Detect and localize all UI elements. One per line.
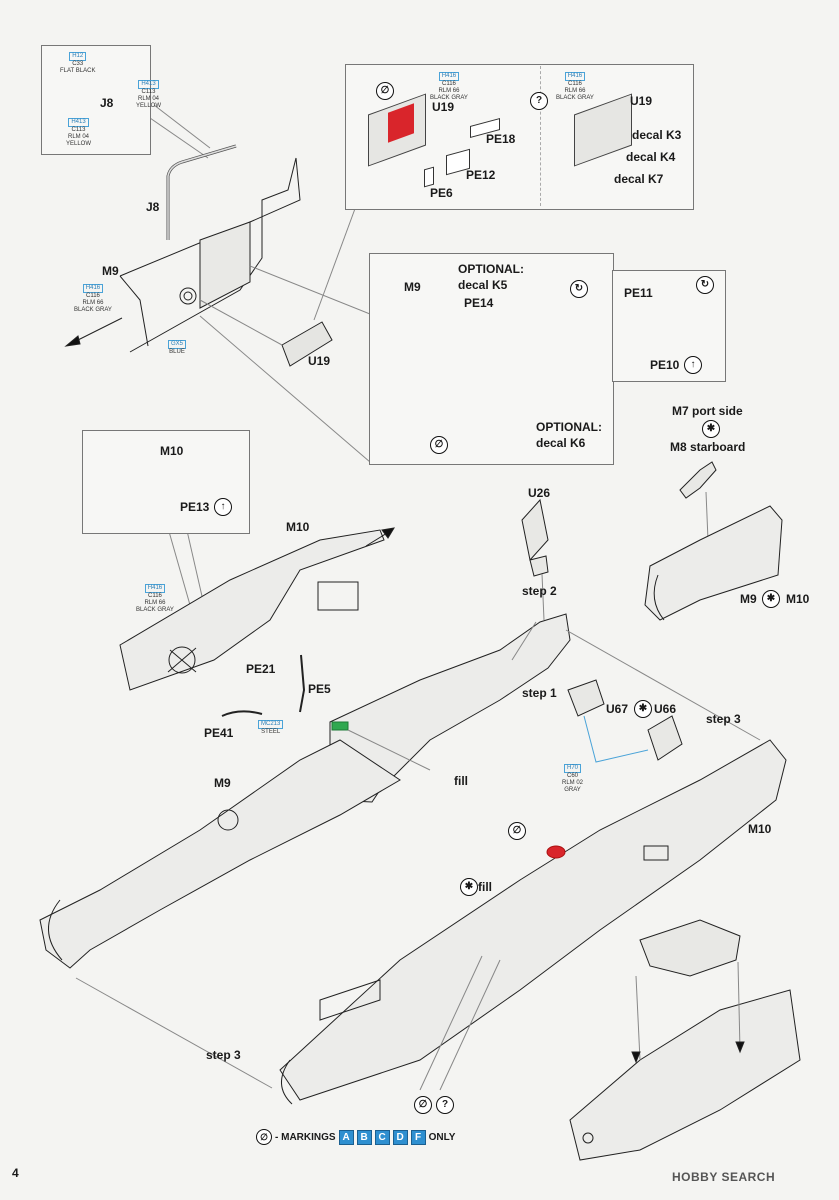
- label-optional-1: OPTIONAL:: [458, 262, 524, 276]
- paint-callout-gray: H70 C60 RLM 02 GRAY: [562, 764, 584, 793]
- label-decal-k5: decal K5: [458, 278, 508, 292]
- watermark-logo: HOBBY SEARCH: [672, 1170, 776, 1184]
- label-m7-port: M7 port side: [672, 404, 743, 418]
- label-u66: U66: [654, 702, 677, 716]
- label-pe5: PE5: [308, 682, 331, 696]
- label-j8-main: J8: [146, 200, 160, 214]
- paint-callout-black-gray-a: H416 C116 RLM 66 BLACK GRAY: [430, 72, 468, 101]
- paint-callout-flat-black: H12 C33 FLAT BLACK: [60, 52, 96, 74]
- paint-callout-steel: MC213 STEEL: [258, 720, 284, 736]
- label-m9-top: M9: [102, 264, 119, 278]
- rotate-icon: ↻: [570, 280, 588, 298]
- label-step3-right: step 3: [706, 712, 741, 726]
- label-pe13: PE13: [180, 500, 210, 514]
- glue-icon: ✱: [634, 700, 652, 718]
- no-glue-icon: ∅: [256, 1129, 272, 1145]
- label-u19-box-b: U19: [630, 94, 653, 108]
- m10-detail-box: [82, 430, 250, 534]
- paint-callout-black-gray-c: H416 C116 RLM 66 BLACK GRAY: [74, 284, 112, 313]
- label-pe18: PE18: [486, 132, 516, 146]
- label-pe14: PE14: [464, 296, 494, 310]
- paint-callout-yellow-a: H413 C113 RLM 04 YELLOW: [136, 80, 162, 109]
- label-decal-k7: decal K7: [614, 172, 664, 186]
- label-decal-k3: decal K3: [632, 128, 682, 142]
- markings-prefix: - MARKINGS: [275, 1131, 336, 1143]
- label-m10-mid: M10: [286, 520, 310, 534]
- paint-callout-black-gray-d: H416 C116 RLM 66 BLACK GRAY: [136, 584, 174, 613]
- bend-icon: ↑: [214, 498, 232, 516]
- marking-letter: D: [392, 1129, 408, 1145]
- label-pe41: PE41: [204, 726, 234, 740]
- label-m10-inset: M10: [160, 444, 184, 458]
- label-m9-lower: M9: [214, 776, 231, 790]
- marking-letter: F: [410, 1129, 426, 1145]
- label-u19-box-a: U19: [432, 100, 455, 114]
- paint-callout-black-gray-b: H416 C116 RLM 66 BLACK GRAY: [556, 72, 594, 101]
- label-j8-top: J8: [100, 96, 114, 110]
- question-icon: ?: [436, 1096, 454, 1114]
- paint-callout-blue: GX5 BLUE: [168, 340, 187, 355]
- glue-icon: ✱: [702, 420, 720, 438]
- no-glue-icon: ∅: [430, 436, 448, 454]
- label-pe6: PE6: [430, 186, 453, 200]
- pe6-part: [424, 166, 434, 188]
- bend-icon: ↑: [684, 356, 702, 374]
- label-m10-lower: M10: [748, 822, 772, 836]
- label-m9-inset: M9: [404, 280, 421, 294]
- label-m10-join: M10: [786, 592, 810, 606]
- label-step3-left: step 3: [206, 1048, 241, 1062]
- label-optional-2: OPTIONAL:: [536, 420, 602, 434]
- page-number: 4: [12, 1166, 19, 1180]
- label-m8-starboard: M8 starboard: [670, 440, 746, 454]
- marking-letter: A: [338, 1129, 354, 1145]
- label-m9-join: M9: [740, 592, 757, 606]
- rotate-icon: ↻: [696, 276, 714, 294]
- label-pe21: PE21: [246, 662, 276, 676]
- no-glue-icon: ∅: [414, 1096, 432, 1114]
- question-icon: ?: [530, 92, 548, 110]
- label-step1: step 1: [522, 686, 557, 700]
- label-pe10: PE10: [650, 358, 680, 372]
- paint-callout-yellow-b: H413 C113 RLM 04 YELLOW: [66, 118, 92, 147]
- no-glue-icon: ∅: [376, 82, 394, 100]
- label-u67: U67: [606, 702, 629, 716]
- label-decal-k6: decal K6: [536, 436, 586, 450]
- label-fill-mid: fill: [478, 880, 492, 894]
- marking-letter: B: [356, 1129, 372, 1145]
- label-decal-k4: decal K4: [626, 150, 676, 164]
- label-u19-main: U19: [308, 354, 331, 368]
- markings-note: ∅ - MARKINGS A B C D F ONLY: [256, 1128, 455, 1146]
- glue-icon: ✱: [460, 878, 478, 896]
- glue-icon: ✱: [762, 590, 780, 608]
- label-pe11: PE11: [624, 286, 653, 300]
- no-glue-icon: ∅: [508, 822, 526, 840]
- label-step2: step 2: [522, 584, 557, 598]
- label-pe12: PE12: [466, 168, 496, 182]
- label-fill-top: fill: [454, 774, 468, 788]
- j8-detail-box: [41, 45, 151, 155]
- box-divider: [540, 66, 541, 206]
- label-u26: U26: [528, 486, 551, 500]
- markings-suffix: ONLY: [428, 1131, 456, 1143]
- marking-letter: C: [374, 1129, 390, 1145]
